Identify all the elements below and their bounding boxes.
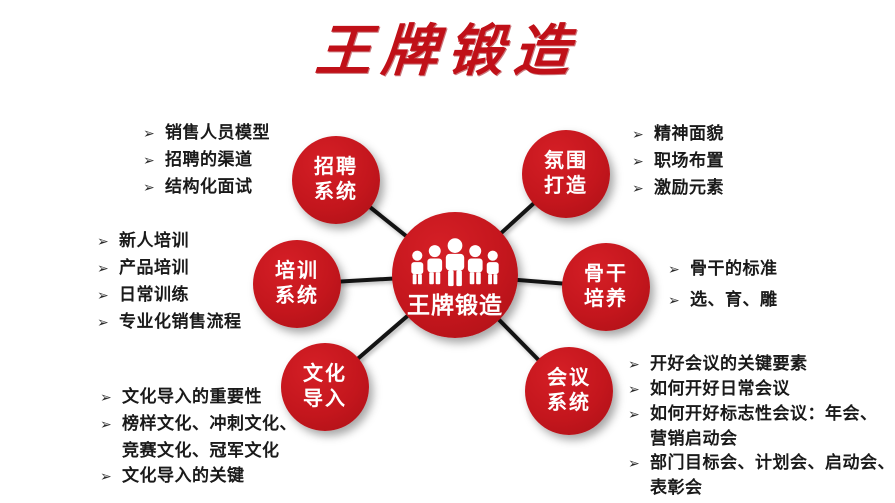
list-item-text: 竞赛文化、冠军文化 [122, 441, 280, 460]
arrow-bullet-icon: ➢ [628, 456, 641, 472]
list-item-text: 榜样文化、冲刺文化、 [122, 414, 297, 433]
hub-node-ace-forging: 王牌锻造 [392, 212, 518, 338]
list-item-text: 职场布置 [654, 151, 724, 170]
list-recruitment: ➢ 销售人员模型 ➢ 招聘的渠道 ➢ 结构化面试 [143, 120, 270, 201]
list-item-text: 激励元素 [654, 178, 724, 197]
list-item-text: 专业化销售流程 [119, 312, 242, 331]
arrow-bullet-icon: ➢ [97, 234, 110, 250]
list-item-text: 日常训练 [119, 285, 189, 304]
list-item: ➢ 职场布置 [632, 148, 724, 175]
arrow-bullet-icon: ➢ [97, 261, 110, 277]
node-meeting-system: 会议 系统 [525, 347, 613, 435]
arrow-bullet-icon: ➢ [100, 469, 113, 485]
list-item-text: 开好会议的关键要素 [650, 354, 808, 373]
list-atmosphere: ➢ 精神面貌 ➢ 职场布置 ➢ 激励元素 [632, 121, 724, 202]
list-item-text: 营销启动会 [650, 429, 738, 448]
list-item: ➢ 日常训练 [97, 282, 242, 309]
arrow-bullet-icon: ➢ [97, 288, 110, 304]
list-backbone: ➢ 骨干的标准 ➢ 选、育、雕 [668, 254, 778, 316]
list-item: ➢ 如何开好标志性会议：年会、 [628, 402, 895, 427]
node-recruitment-system: 招聘 系统 [292, 136, 380, 224]
list-item-text: 新人培训 [119, 231, 189, 250]
node-label-line: 打造 [544, 175, 588, 197]
arrow-bullet-icon: ➢ [632, 154, 645, 170]
arrow-bullet-icon: ➢ [143, 126, 156, 142]
list-item: ➢ 招聘的渠道 [143, 147, 270, 174]
list-item-text: 如何开好标志性会议：年会、 [650, 404, 878, 423]
list-item-text: 文化导入的重要性 [122, 387, 262, 406]
hub-node-label: 王牌锻造 [407, 291, 503, 318]
arrow-bullet-icon: ➢ [628, 407, 641, 423]
arrow-bullet-icon: ➢ [632, 181, 645, 197]
node-backbone-cultivation: 骨干 培养 [562, 243, 650, 331]
list-item: ➢ 骨干的标准 [668, 254, 778, 285]
arrow-bullet-icon: ➢ [668, 293, 681, 309]
node-label-line: 培训 [275, 260, 319, 282]
list-culture: ➢ 文化导入的重要性 ➢ 榜样文化、冲刺文化、 竞赛文化、冠军文化 ➢ 文化导入的关键 [100, 384, 297, 490]
list-item-text: 部门目标会、计划会、启动会、 [650, 453, 895, 472]
node-culture-introduction: 文化 导入 [281, 343, 369, 431]
list-item-text: 选、育、雕 [690, 290, 778, 309]
list-item: ➢ 激励元素 [632, 175, 724, 202]
list-item: ➢ 开好会议的关键要素 [628, 352, 895, 377]
node-label-line: 招聘 [314, 156, 358, 178]
arrow-bullet-icon: ➢ [100, 417, 113, 433]
list-item: ➢ 文化导入的关键 [100, 463, 297, 490]
node-training-system: 培训 系统 [253, 240, 341, 328]
list-item-text: 结构化面试 [165, 177, 253, 196]
node-label-line: 培养 [584, 288, 628, 310]
list-item-text: 如何开好日常会议 [650, 379, 790, 398]
node-label-line: 氛围 [544, 150, 588, 172]
arrow-bullet-icon: ➢ [668, 262, 681, 278]
list-item-text: 销售人员模型 [165, 123, 270, 142]
arrow-bullet-icon: ➢ [628, 357, 641, 373]
list-item: ➢ 产品培训 [97, 255, 242, 282]
list-item-continuation: 表彰会 [628, 476, 895, 500]
list-item: ➢ 销售人员模型 [143, 120, 270, 147]
arrow-bullet-icon: ➢ [143, 180, 156, 196]
list-item-text: 骨干的标准 [690, 259, 778, 278]
list-item: ➢ 选、育、雕 [668, 285, 778, 316]
people-group-icon [411, 237, 499, 286]
list-meeting: ➢ 开好会议的关键要素 ➢ 如何开好日常会议 ➢ 如何开好标志性会议：年会、 营销启动… [628, 352, 895, 500]
node-atmosphere-building: 氛围 打造 [522, 130, 610, 218]
list-item-continuation: 营销启动会 [628, 427, 895, 451]
node-label-line: 会议 [547, 367, 591, 389]
list-item: ➢ 部门目标会、计划会、启动会、 [628, 451, 895, 476]
list-item: ➢ 文化导入的重要性 [100, 384, 297, 411]
arrow-bullet-icon: ➢ [632, 127, 645, 143]
node-label-line: 系统 [547, 392, 591, 414]
list-item-text: 表彰会 [650, 478, 703, 497]
list-item: ➢ 如何开好日常会议 [628, 377, 895, 402]
list-training: ➢ 新人培训 ➢ 产品培训 ➢ 日常训练 ➢ 专业化销售流程 [97, 228, 242, 336]
arrow-bullet-icon: ➢ [97, 315, 110, 331]
node-label-line: 系统 [314, 181, 358, 203]
list-item: ➢ 专业化销售流程 [97, 309, 242, 336]
list-item: ➢ 结构化面试 [143, 174, 270, 201]
list-item: ➢ 精神面貌 [632, 121, 724, 148]
node-label-line: 文化 [303, 363, 347, 385]
list-item: ➢ 榜样文化、冲刺文化、 [100, 411, 297, 438]
list-item-text: 文化导入的关键 [122, 466, 245, 485]
arrow-bullet-icon: ➢ [100, 390, 113, 406]
list-item-text: 招聘的渠道 [165, 150, 253, 169]
list-item-text: 精神面貌 [654, 124, 724, 143]
node-label-line: 系统 [275, 285, 319, 307]
arrow-bullet-icon: ➢ [143, 153, 156, 169]
arrow-bullet-icon: ➢ [628, 382, 641, 398]
node-label-line: 导入 [303, 388, 347, 410]
node-label-line: 骨干 [584, 263, 628, 285]
list-item-continuation: 竞赛文化、冠军文化 [100, 438, 297, 463]
list-item-text: 产品培训 [119, 258, 189, 277]
list-item: ➢ 新人培训 [97, 228, 242, 255]
